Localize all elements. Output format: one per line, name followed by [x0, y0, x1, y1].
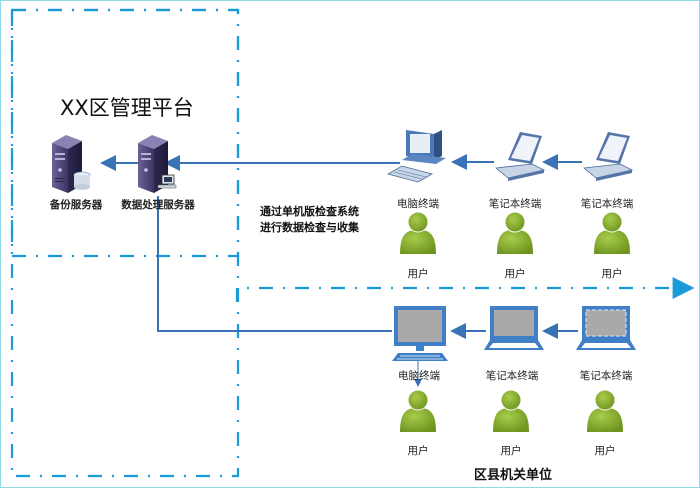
- terminal-label: 电脑终端: [397, 198, 439, 210]
- server-database-icon: [52, 135, 91, 193]
- platform-boundary: [10, 8, 240, 258]
- unit-label: 区县机关单位: [473, 468, 553, 483]
- user-label: 用户: [500, 445, 522, 457]
- connector-lower-desktop-to-server: [157, 196, 392, 332]
- process-note-line1: 通过单机版检查系统: [260, 205, 359, 218]
- terminal-label: 笔记本终端: [488, 198, 542, 210]
- desktop-computer-icon: [386, 130, 446, 183]
- process-note: 通过单机版检查系统 进行数据检查与收集: [260, 204, 359, 236]
- terminal-label: 笔记本终端: [580, 198, 634, 210]
- user-icon: [587, 389, 623, 432]
- platform-title: XX区管理平台: [60, 96, 194, 120]
- laptop-icon: [484, 306, 544, 350]
- user-label: 用户: [407, 268, 429, 280]
- terminal-label: 笔记本终端: [579, 370, 633, 382]
- user-icon: [493, 389, 529, 432]
- desktop-monitor-icon: [392, 306, 448, 361]
- server-terminal-icon: [138, 135, 177, 193]
- laptop-icon: [576, 306, 636, 350]
- platform-boundary-lower: [10, 8, 240, 478]
- user-label: 用户: [601, 268, 623, 280]
- terminal-label: 笔记本终端: [485, 370, 539, 382]
- process-note-line2: 进行数据检查与收集: [260, 221, 359, 234]
- user-icon: [400, 389, 436, 432]
- user-label: 用户: [594, 445, 616, 457]
- unit-boundary: [235, 277, 695, 302]
- processing-server-label: 数据处理服务器: [121, 199, 195, 211]
- laptop-icon: [583, 132, 634, 181]
- user-icon: [400, 211, 436, 254]
- user-icon: [594, 211, 630, 254]
- backup-server-label: 备份服务器: [49, 199, 103, 211]
- user-label: 用户: [407, 445, 429, 457]
- terminal-label: 电脑终端: [398, 370, 440, 382]
- user-icon: [497, 211, 533, 254]
- laptop-icon: [495, 132, 546, 181]
- user-label: 用户: [504, 268, 526, 280]
